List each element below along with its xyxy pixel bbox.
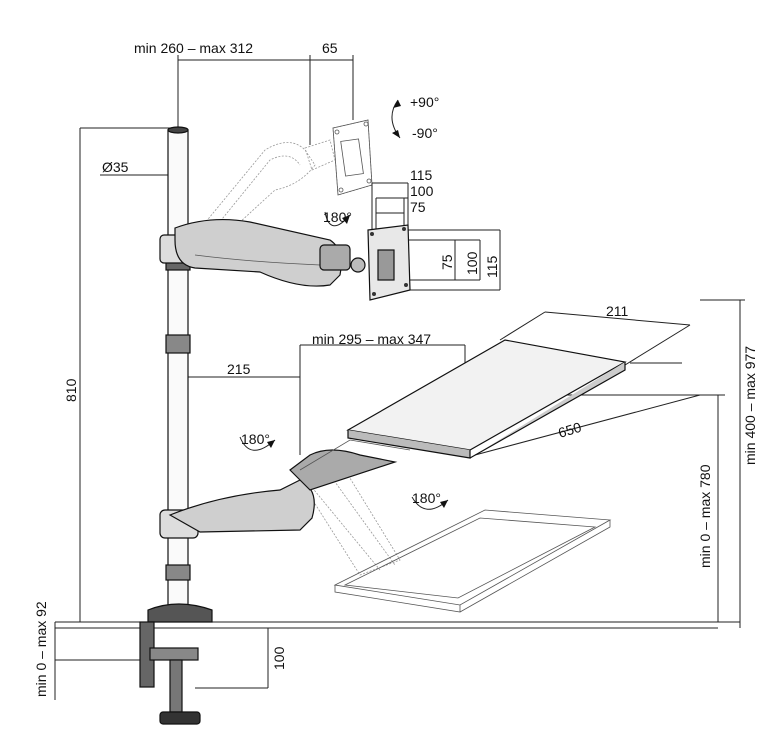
- label-vesa-75: 75: [410, 199, 426, 215]
- ghost-vesa-plate: [332, 119, 373, 196]
- ghost-keyboard-tray: [333, 509, 612, 613]
- rotate-arrow-tray-arm: [239, 436, 276, 451]
- dim-clamp: [54, 621, 740, 700]
- label-vesa-v100: 100: [464, 251, 480, 275]
- label-tilt-up: +90°: [410, 94, 439, 110]
- rotate-arrow-tray: [411, 496, 449, 510]
- tray-arm: [159, 439, 411, 539]
- rotate-arrow-tilt: [391, 99, 401, 139]
- rotate-arrow-monitor: [324, 211, 351, 227]
- label-tray-depth: 211: [606, 303, 629, 319]
- label-clamp-depth: 100: [271, 646, 287, 670]
- label-monitor-offset: 65: [322, 40, 338, 56]
- label-arm-reach: min 260 – max 312: [134, 40, 253, 56]
- label-total-height: min 400 – max 977: [742, 346, 758, 465]
- label-vesa-v115: 115: [484, 255, 500, 278]
- label-rotate-tray-arm: 180°: [241, 431, 270, 447]
- vesa-plate: [350, 224, 411, 301]
- label-pole-height: 810: [63, 378, 79, 402]
- ghost-tray-arm: [299, 469, 401, 576]
- label-clamp-range: min 0 – max 92: [33, 601, 49, 697]
- label-vesa-100: 100: [410, 183, 434, 199]
- dim-pole-height: [79, 127, 170, 622]
- dim-arm-reach: [177, 55, 354, 145]
- label-vesa-115: 115: [410, 167, 433, 183]
- label-tray-width: 650: [556, 419, 583, 441]
- dim-right-heights: [698, 299, 745, 628]
- pole: [165, 126, 191, 621]
- label-tray-reach: min 295 – max 347: [312, 331, 431, 347]
- label-rotate-tray: 180°: [412, 490, 441, 506]
- label-tilt-down: -90°: [412, 125, 438, 141]
- keyboard-tray: [346, 339, 627, 459]
- label-vesa-v75: 75: [439, 254, 455, 270]
- label-tray-height: min 0 – max 780: [697, 464, 713, 568]
- dim-vesa: [371, 182, 501, 291]
- label-rotate-monitor: 180°: [323, 209, 352, 225]
- label-pole-diameter: Ø35: [102, 159, 129, 175]
- monitor-arm: [159, 218, 351, 287]
- base-clamp: [139, 603, 213, 725]
- label-tray-offset: 215: [227, 361, 251, 377]
